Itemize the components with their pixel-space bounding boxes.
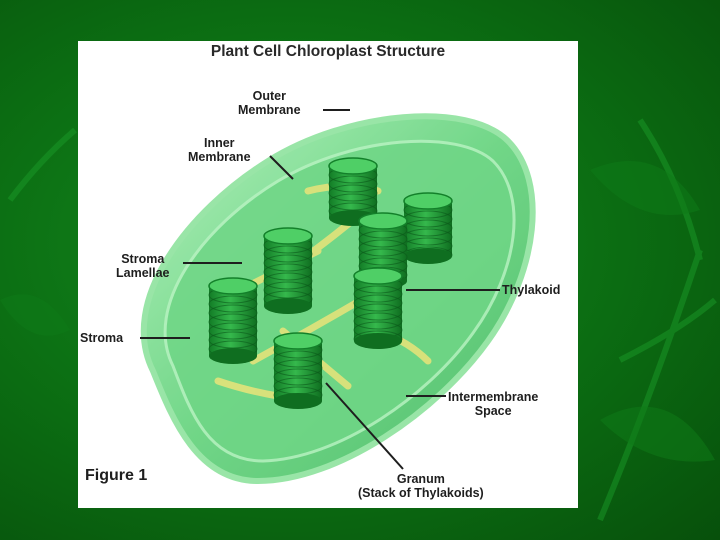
label-granum: Granum (Stack of Thylakoids) [358, 472, 484, 500]
diagram-card: Plant Cell Chloroplast Structure Outer M… [78, 41, 578, 508]
granum-stack [208, 277, 258, 364]
label-stroma: Stroma [80, 331, 124, 345]
label-thylakoid: Thylakoid [502, 283, 561, 297]
label-outer-membrane: Outer Membrane [238, 89, 301, 117]
label-intermembrane-space: Intermembrane Space [448, 390, 539, 418]
granum-stack [273, 332, 323, 409]
label-inner-membrane: Inner Membrane [188, 136, 251, 164]
granum-stack [353, 267, 403, 349]
granum-stack [328, 157, 378, 226]
label-stroma-lamellae: Stroma Lamellae [116, 252, 170, 280]
chloroplast-illustration [140, 109, 536, 485]
grana-stacks [208, 157, 453, 409]
diagram-title: Plant Cell Chloroplast Structure [210, 43, 446, 60]
leader-lines [140, 109, 500, 470]
figure-label: Figure 1 [85, 467, 148, 484]
granum-stack [263, 227, 313, 314]
granum-stack [403, 192, 453, 264]
